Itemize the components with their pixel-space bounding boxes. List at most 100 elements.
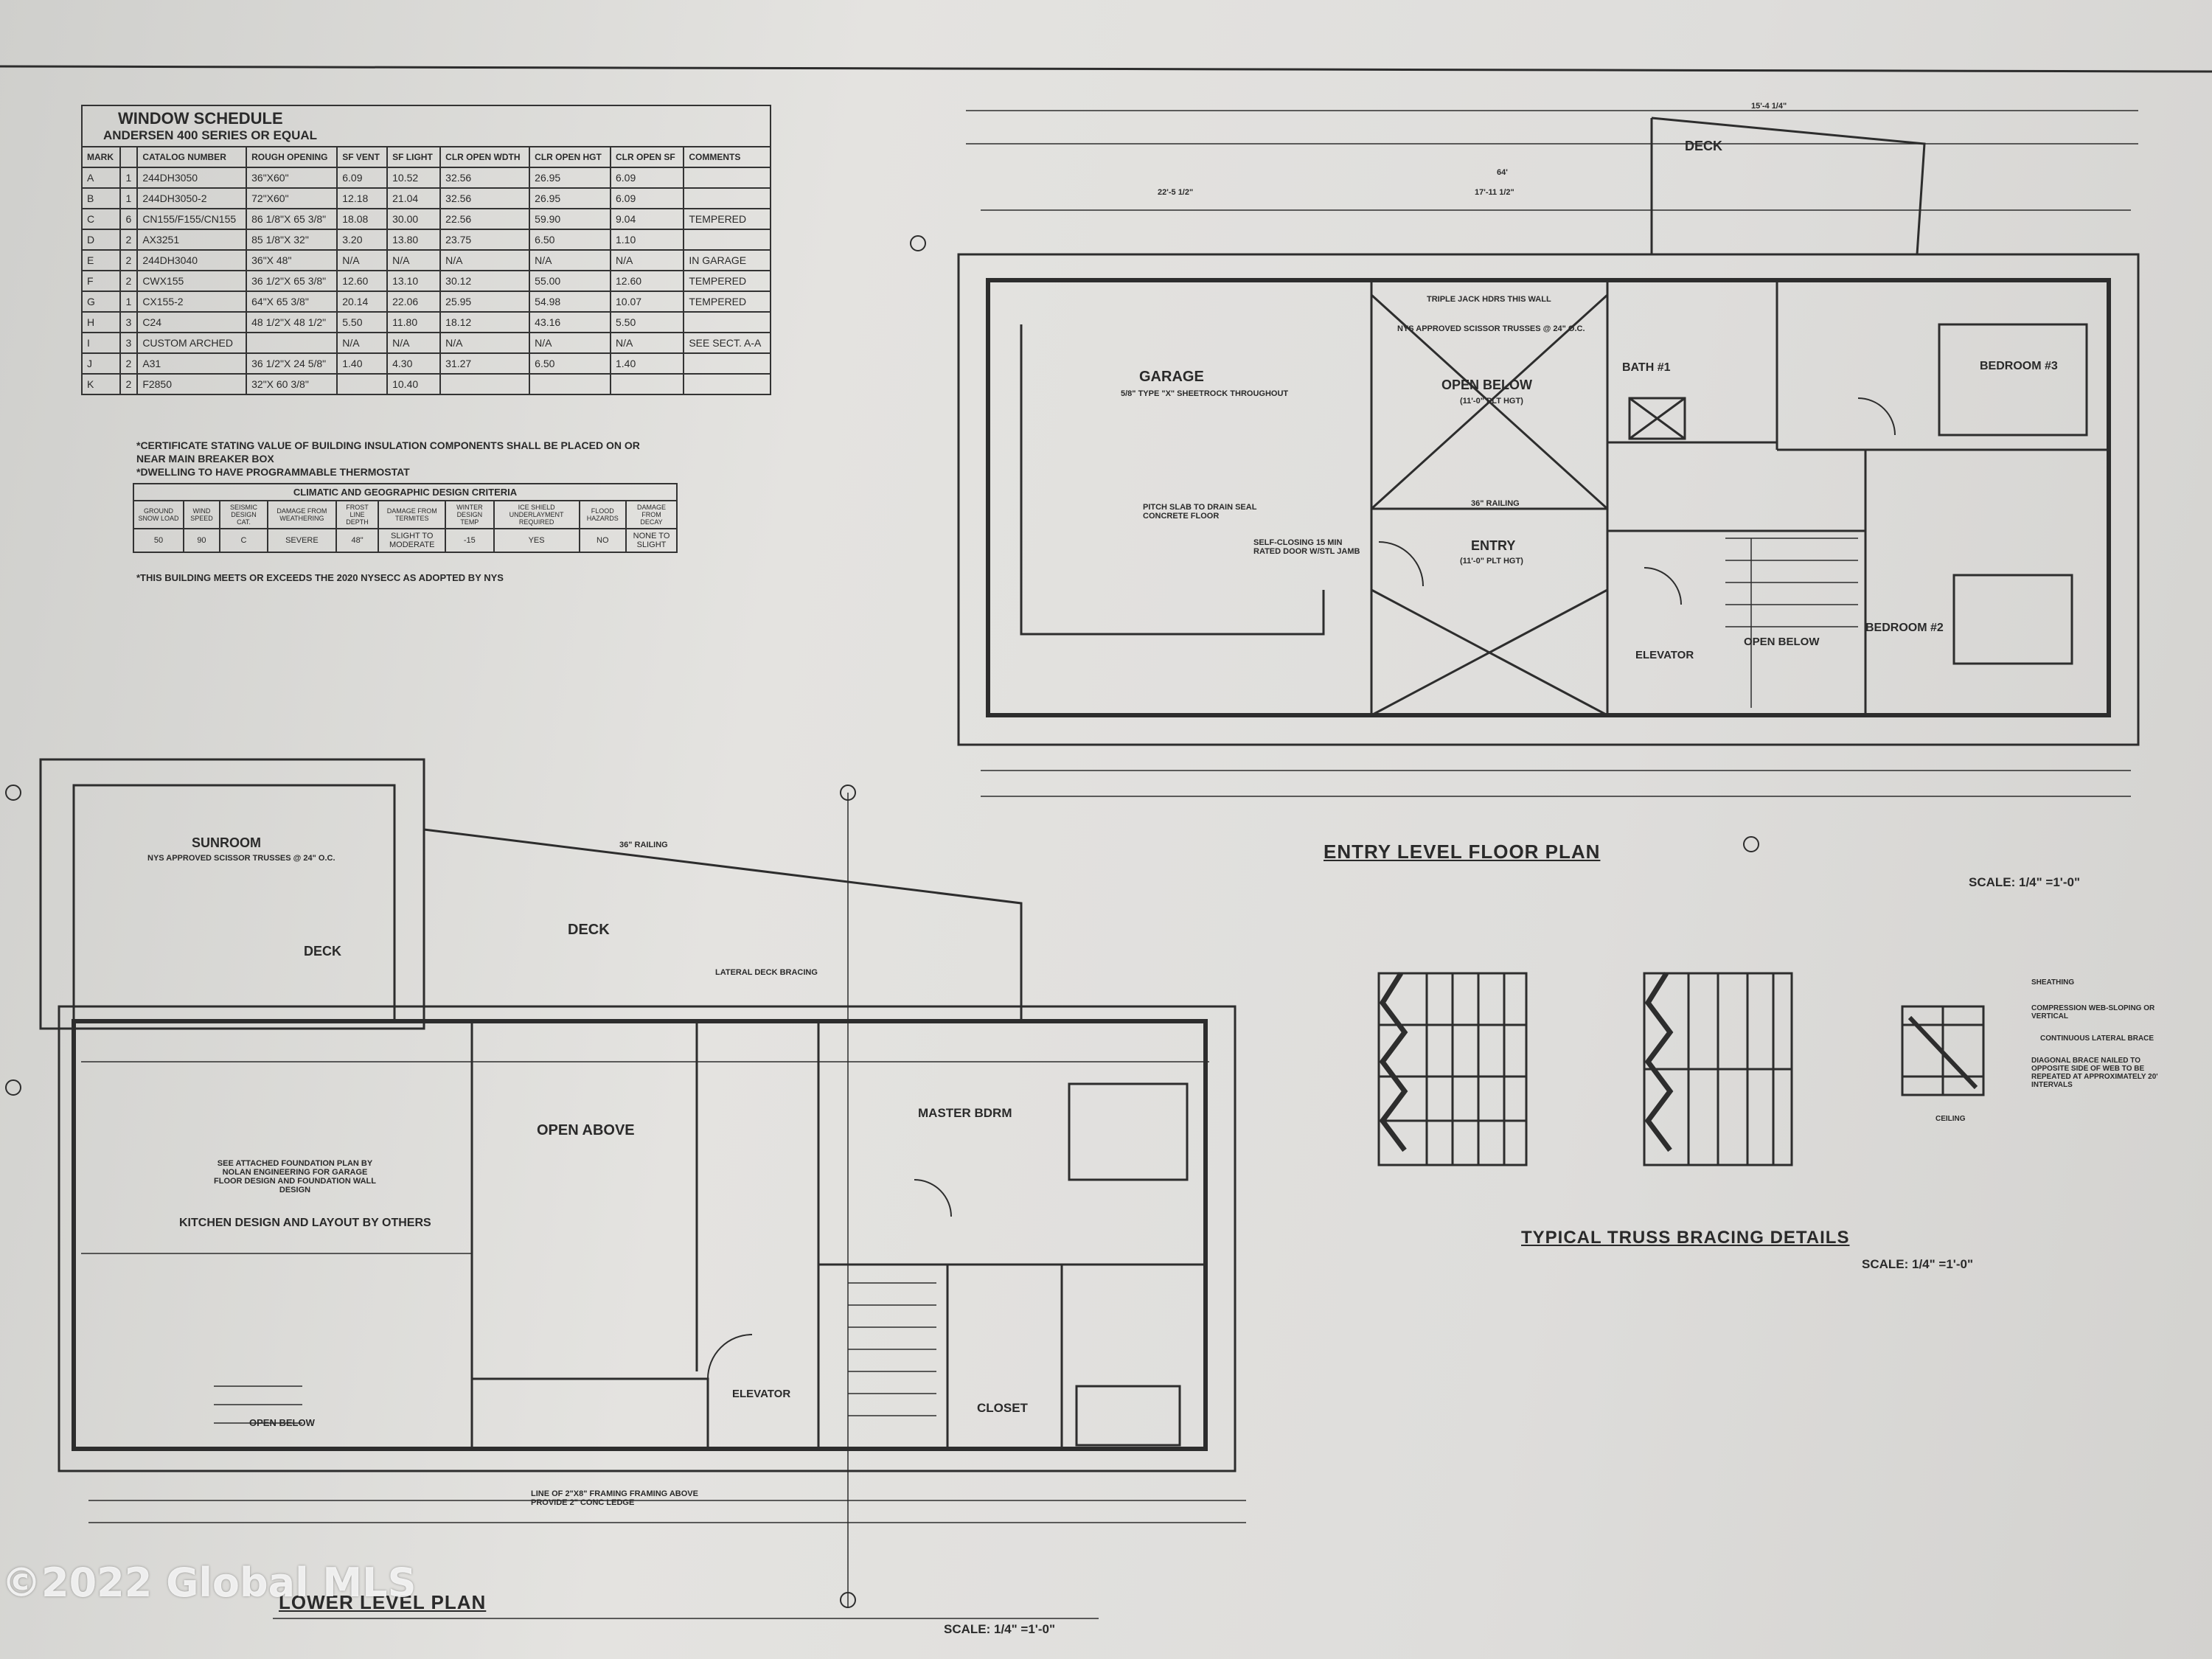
cert-note: *CERTIFICATE STATING VALUE OF BUILDING I…	[136, 439, 640, 465]
table-cell: IN GARAGE	[683, 249, 771, 271]
table-cell: I	[80, 332, 122, 354]
entry-label: ENTRY	[1471, 538, 1516, 553]
thermostat-note: *DWELLING TO HAVE PROGRAMMABLE THERMOSTA…	[136, 466, 410, 478]
table-cell: B	[80, 187, 122, 209]
bedroom2-label: BEDROOM #2	[1865, 622, 1944, 634]
table-cell	[683, 167, 771, 189]
table-cell: E	[80, 249, 122, 271]
table-cell: 10.52	[386, 167, 442, 189]
table-cell: N/A	[386, 332, 442, 354]
table-header-row: MARK CATALOG NUMBER ROUGH OPENING SF VEN…	[80, 146, 771, 168]
col-header: CATALOG NUMBER	[136, 146, 248, 168]
table-cell: 85 1/8"X 32"	[246, 229, 338, 251]
lower-plan-scale: SCALE: 1/4" =1'-0"	[944, 1622, 1056, 1636]
garage-note: 5/8" TYPE "X" SHEETROCK THROUGHOUT	[1121, 389, 1289, 398]
table-cell: 23.75	[439, 229, 531, 251]
table-cell	[683, 311, 771, 333]
table-cell: 36"X 48"	[246, 249, 338, 271]
table-cell: H	[80, 311, 122, 333]
table-cell: 2	[119, 373, 139, 395]
table-cell: G	[80, 291, 122, 313]
climate-value-cell: 90	[183, 528, 220, 553]
table-cell: 10.07	[609, 291, 685, 313]
col-header: MARK	[80, 146, 122, 168]
deck-bracing-note: LATERAL DECK BRACING	[715, 968, 818, 977]
table-cell: 6.09	[609, 187, 685, 209]
truss-label-compression: COMPRESSION WEB-SLOPING OR VERTICAL	[2031, 1004, 2155, 1020]
climate-header-cell: SEISMIC DESIGN CAT.	[218, 500, 269, 529]
table-cell: TEMPERED	[683, 270, 771, 292]
table-cell: TEMPERED	[683, 208, 771, 230]
table-cell: CWX155	[136, 270, 248, 292]
table-cell: 54.98	[529, 291, 611, 313]
table-cell: C	[80, 208, 122, 230]
col-header: SF VENT	[336, 146, 389, 168]
table-cell: F	[80, 270, 122, 292]
table-cell: 30.00	[386, 208, 442, 230]
climate-header-cell: WIND SPEED	[183, 500, 220, 529]
sunroom-truss-note: NYS APPROVED SCISSOR TRUSSES @ 24" O.C.	[147, 854, 335, 863]
table-cell: 30.12	[439, 270, 531, 292]
table-cell: TEMPERED	[683, 291, 771, 313]
table-cell: N/A	[439, 332, 531, 354]
entry-dim-deck: 15'-4 1/4"	[1751, 102, 1787, 111]
climate-header-cell: WINTER DESIGN TEMP	[444, 500, 495, 529]
table-cell	[439, 373, 531, 395]
table-cell: CN155/F155/CN155	[136, 208, 248, 230]
sunroom-label: SUNROOM	[192, 835, 261, 850]
table-cell	[683, 229, 771, 251]
foundation-note: SEE ATTACHED FOUNDATION PLAN BY NOLAN EN…	[214, 1159, 376, 1194]
table-cell: A31	[136, 352, 248, 375]
table-cell: 18.08	[336, 208, 389, 230]
entry-dim-mid: 17'-11 1/2"	[1475, 188, 1514, 197]
table-cell: 6.50	[529, 352, 611, 375]
climate-header-cell: FLOOD HAZARDS	[578, 500, 627, 529]
table-cell: 59.90	[529, 208, 611, 230]
table-cell: 55.00	[529, 270, 611, 292]
table-cell: N/A	[386, 249, 442, 271]
entry-elevator-label: ELEVATOR	[1635, 649, 1694, 661]
table-cell: N/A	[336, 332, 389, 354]
table-cell: 13.10	[386, 270, 442, 292]
climate-header-cell: FROST LINE DEPTH	[335, 500, 380, 529]
bedroom3-label: BEDROOM #3	[1980, 360, 2058, 372]
garage-label: GARAGE	[1139, 369, 1204, 385]
sunroom-deck-label: DECK	[304, 944, 342, 959]
truss-label-diagonal: DIAGONAL BRACE NAILED TO OPPOSITE SIDE O…	[2031, 1057, 2158, 1089]
climate-value-cell: NONE TO SLIGHT	[625, 528, 678, 553]
table-cell: AX3251	[136, 229, 248, 251]
table-cell: 1	[119, 291, 139, 313]
col-header: COMMENTS	[683, 146, 771, 168]
mls-watermark: ©2022 Global MLS	[1, 1559, 417, 1606]
window-schedule-title: WINDOW SCHEDULE	[118, 109, 283, 128]
table-cell: 6.09	[336, 167, 389, 189]
col-header: CLR OPEN HGT	[529, 146, 611, 168]
table-cell: F2850	[136, 373, 248, 395]
table-cell: N/A	[529, 249, 611, 271]
table-cell	[529, 373, 611, 395]
table-cell: 5.50	[609, 311, 685, 333]
lower-elevator-label: ELEVATOR	[732, 1388, 791, 1400]
table-cell: N/A	[439, 249, 531, 271]
climate-header-cell: ICE SHIELD UNDERLAYMENT REQUIRED	[493, 500, 580, 529]
closet-label: CLOSET	[977, 1401, 1028, 1415]
table-cell: 43.16	[529, 311, 611, 333]
table-cell: CUSTOM ARCHED	[136, 332, 248, 354]
climate-header-cell: DAMAGE FROM TERMITES	[378, 500, 446, 529]
table-cell: 2	[119, 249, 139, 271]
climate-value-cell: SEVERE	[267, 528, 337, 553]
entry-railing-note: 36" RAILING	[1471, 499, 1520, 508]
table-cell: 22.06	[386, 291, 442, 313]
table-cell: N/A	[609, 249, 685, 271]
